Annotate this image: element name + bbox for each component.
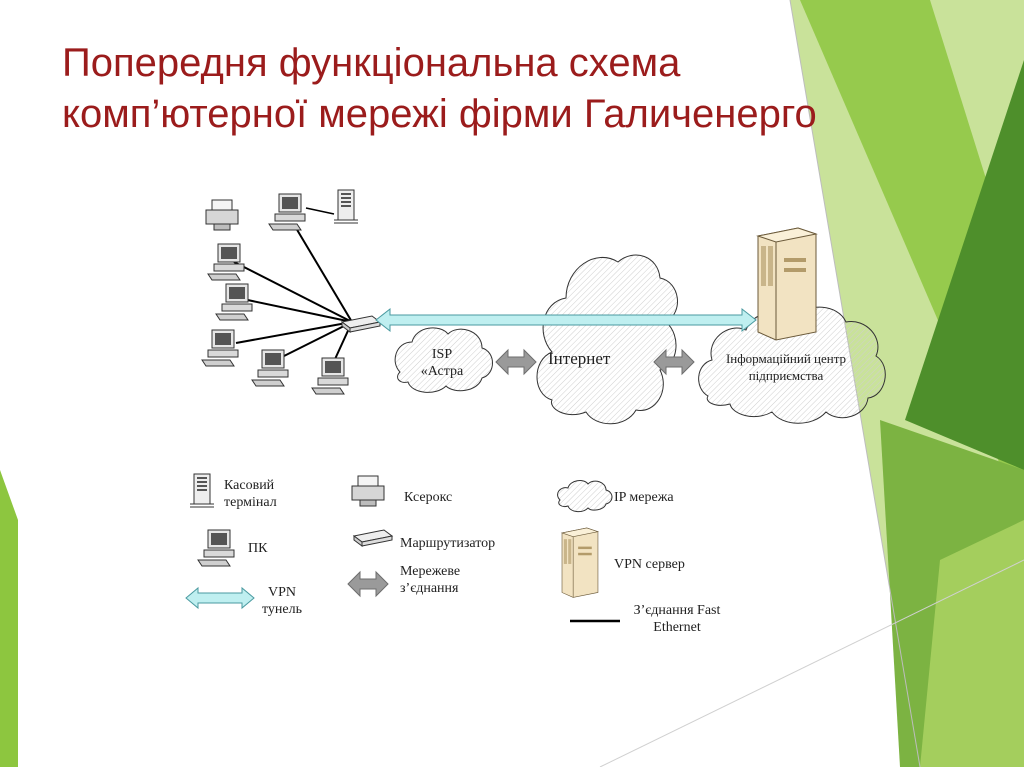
legend-ip-network-icon [557, 480, 613, 513]
internet-cloud [536, 254, 678, 425]
ethernet-link-terminal [305, 207, 335, 215]
bg-green-shape-lower [920, 520, 1024, 767]
legend-xerox-label: Ксерокс [404, 490, 453, 505]
vpn-tunnel-arrow [375, 307, 757, 333]
legend-router-label: Маршрутизатор [400, 536, 496, 551]
router-icon [341, 315, 381, 333]
datacenter-cloud [698, 306, 886, 424]
isp-label: ISP «Астра [410, 346, 474, 380]
legend-fast-ethernet-label: З’єднання Fast Ethernet [633, 603, 721, 635]
datacenter-label: Інформаційний центр підприємства [708, 350, 864, 384]
legend-network-link-label: Мережеве з’єднання [400, 564, 461, 596]
legend-ip-network-label: IP мережа [614, 490, 674, 505]
slide-title-line1: Попередня функціональна схема [62, 41, 681, 85]
legend-vpn-tunnel-icon [185, 586, 255, 610]
internet-label: Інтернет [548, 349, 611, 368]
pc-icon [268, 193, 306, 231]
pc-icon [201, 329, 239, 367]
pc-icon [215, 283, 253, 321]
legend-vpn-tunnel-label: VPN тунель [261, 585, 302, 617]
network-link-arrow [495, 349, 537, 375]
vpn-server-icon [757, 227, 817, 341]
legend-pc-label: ПК [248, 541, 268, 556]
legend-cash-terminal-icon [189, 473, 215, 508]
legend-network-link-icon [347, 571, 389, 597]
datacenter-label-line2: підприємства [748, 368, 824, 383]
slide-title: Попередня функціональна схема комп’ютерн… [62, 38, 962, 140]
legend-cash-terminal-label: Касовий термінал [224, 478, 277, 510]
bg-left-bar [0, 470, 18, 767]
legend-pc-icon [197, 529, 235, 567]
legend-vpn-server-label: VPN сервер [614, 557, 685, 572]
isp-label-line1: ISP [431, 347, 453, 362]
pc-icon [251, 349, 289, 387]
ethernet-links [233, 227, 353, 371]
printer-icon [205, 199, 239, 231]
pc-icon [311, 357, 349, 395]
datacenter-label-line1: Інформаційний центр [725, 351, 847, 366]
isp-cloud [394, 327, 493, 393]
bg-thin-line-2 [599, 559, 1024, 767]
isp-label-line2: «Астра [420, 364, 464, 379]
slide-title-line2: комп’ютерної мережі фірми Галиченерго [62, 92, 817, 136]
legend-xerox-icon [351, 475, 385, 507]
legend-vpn-server-icon [561, 527, 599, 598]
legend-router-icon [353, 529, 393, 547]
cash-terminal-icon [333, 189, 359, 224]
bg-green-shape-dark [905, 60, 1024, 470]
pc-icon [207, 243, 245, 281]
